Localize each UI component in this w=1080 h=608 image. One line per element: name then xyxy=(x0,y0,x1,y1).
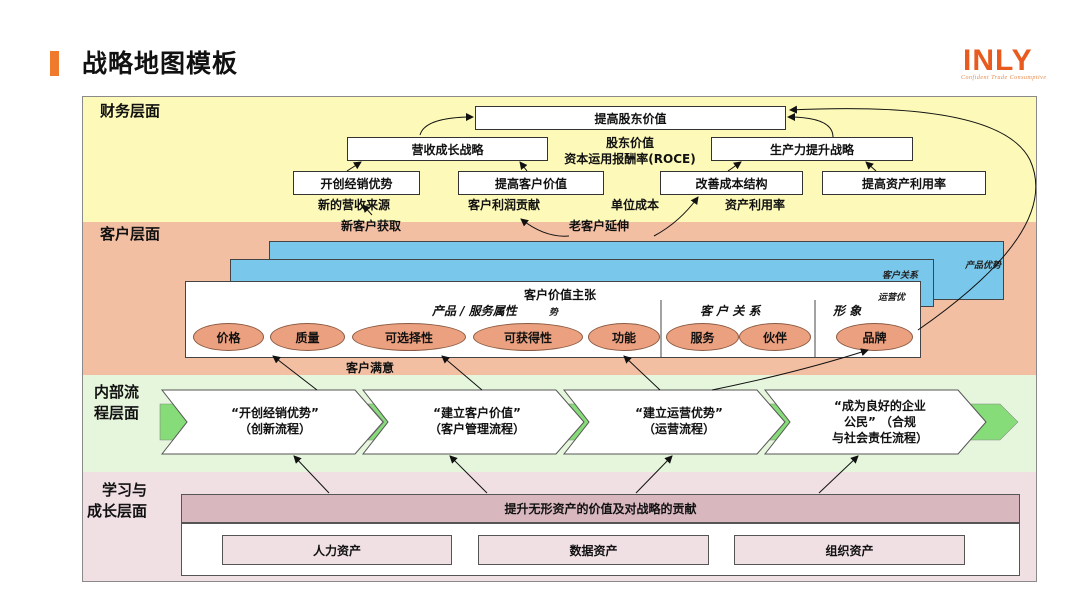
arrow-cost-to-productivity xyxy=(727,161,742,172)
financial-label: 财务层面 xyxy=(100,102,161,120)
value-proposition-title: 客户价值主张 xyxy=(523,288,596,302)
product-advantage-label: 产品优势 xyxy=(965,261,1002,271)
page-title: 战略地图模板 xyxy=(82,49,239,78)
customer-label: 客户层面 xyxy=(100,225,161,243)
logo-tagline: Confident Trade Consumptive xyxy=(961,75,1047,81)
arrow-learning-to-innovation xyxy=(293,455,330,494)
process-2-line2: （客户管理流程） xyxy=(428,422,525,436)
process-4-line3: 与社会责任流程） xyxy=(831,431,928,445)
internal-label-line1: 内部流 xyxy=(94,383,140,401)
map-frame xyxy=(82,96,1037,582)
process-4-line2: 公民” （合规 xyxy=(843,415,917,429)
learning-label-line1: 学习与 xyxy=(102,481,148,499)
process-1-line1: “开创经销优势” xyxy=(231,406,319,420)
process-4-line1: “成为良好的企业 xyxy=(834,399,926,413)
process-3-line2: （运营流程） xyxy=(642,422,715,436)
fin-item-distribution: 开创经销优势 xyxy=(293,171,420,195)
arrow-brand-to-shareholder xyxy=(789,105,1037,331)
internal-label-line2: 程层面 xyxy=(94,404,140,422)
productivity-strategy-box: 生产力提升战略 xyxy=(711,137,913,161)
oval-price: 价格 xyxy=(193,323,264,351)
organization-capital-box: 组织资产 xyxy=(734,535,965,565)
title-accent-bar xyxy=(50,51,59,76)
arrow-productivity-to-goal xyxy=(787,113,834,138)
company-logo: INLY xyxy=(963,44,1033,77)
arrow-newcust-to-revenue xyxy=(362,204,373,216)
arrow-customer-value-to-growth xyxy=(519,161,528,172)
rel-heading: 客 户 关 系 xyxy=(700,304,761,318)
metric-shareholder-value: 股东价值 xyxy=(605,136,654,150)
sub-new-revenue: 新的营收来源 xyxy=(318,198,391,212)
fin-item-asset-utilization: 提高资产利用率 xyxy=(822,171,986,195)
customer-relationship-label: 客户关系 xyxy=(882,271,919,281)
intangible-assets-banner: 提升无形资产的价值及对战略的贡献 xyxy=(181,494,1020,523)
learning-label-line2: 成长层面 xyxy=(87,502,148,520)
process-chevron-3 xyxy=(562,389,786,455)
oval-service: 服务 xyxy=(666,323,739,351)
process-chevron-4 xyxy=(763,389,987,455)
human-capital-box: 人力资产 xyxy=(222,535,452,565)
customer-satisfaction: 客户满意 xyxy=(346,361,395,375)
oval-partner: 伙伴 xyxy=(739,323,811,351)
customer-retention: 老客户延伸 xyxy=(569,219,630,233)
arrow-learning-to-citizen xyxy=(818,455,859,494)
new-customer-acquisition: 新客户获取 xyxy=(341,219,402,233)
oval-function: 功能 xyxy=(588,323,660,351)
attr-heading-suffix: 势 xyxy=(549,308,559,318)
arrow-learning-to-ops xyxy=(635,455,673,494)
process-4-text: “成为良好的企业 公民” （合规 与社会责任流程） xyxy=(795,398,965,446)
fin-item-cost-structure: 改善成本结构 xyxy=(660,171,803,195)
arrow-ops-to-function xyxy=(623,355,661,391)
process-chevron-1 xyxy=(160,389,384,455)
process-1-line2: （创新流程） xyxy=(238,422,311,436)
image-heading: 形 象 xyxy=(833,304,862,318)
fin-item-customer-value: 提高客户价值 xyxy=(458,171,604,195)
information-capital-box: 数据资产 xyxy=(478,535,709,565)
process-3-text: “建立运营优势” （运营流程） xyxy=(594,405,764,437)
oval-availability: 可获得性 xyxy=(473,323,583,351)
arrow-custmgmt-to-choice xyxy=(441,355,483,391)
arrow-innovation-to-price xyxy=(272,355,318,391)
arrow-asset-to-productivity xyxy=(865,161,877,172)
arrow-retention-to-cost xyxy=(653,196,699,237)
arrow-retention-to-profit xyxy=(520,218,570,237)
process-3-line1: “建立运营优势” xyxy=(635,406,723,420)
oval-selectability: 可选择性 xyxy=(352,323,466,351)
metric-roce: 资本运用报酬率(ROCE) xyxy=(564,152,696,166)
process-2-line1: “建立客户价值” xyxy=(433,406,521,420)
attr-heading: 产品 / 服务属性 xyxy=(432,304,517,318)
process-1-text: “开创经销优势” （创新流程） xyxy=(190,405,360,437)
oval-brand: 品牌 xyxy=(836,323,913,351)
ops-advantage-label: 运营优 xyxy=(878,293,906,303)
sub-unit-cost: 单位成本 xyxy=(611,198,660,212)
process-chevron-2 xyxy=(361,389,585,455)
sub-customer-profit: 客户利润贡献 xyxy=(468,198,541,212)
arrow-distribution-to-growth xyxy=(346,161,362,172)
process-2-text: “建立客户价值” （客户管理流程） xyxy=(392,405,562,437)
growth-strategy-box: 营收成长战略 xyxy=(347,137,548,161)
arrow-learning-to-custmgmt xyxy=(449,455,488,494)
goal-shareholder-value: 提高股东价值 xyxy=(475,106,786,130)
arrow-growth-to-goal xyxy=(419,113,474,136)
sub-asset-utilization: 资产利用率 xyxy=(725,198,786,212)
oval-quality: 质量 xyxy=(270,323,345,351)
arrow-ops-to-brand xyxy=(711,348,869,391)
